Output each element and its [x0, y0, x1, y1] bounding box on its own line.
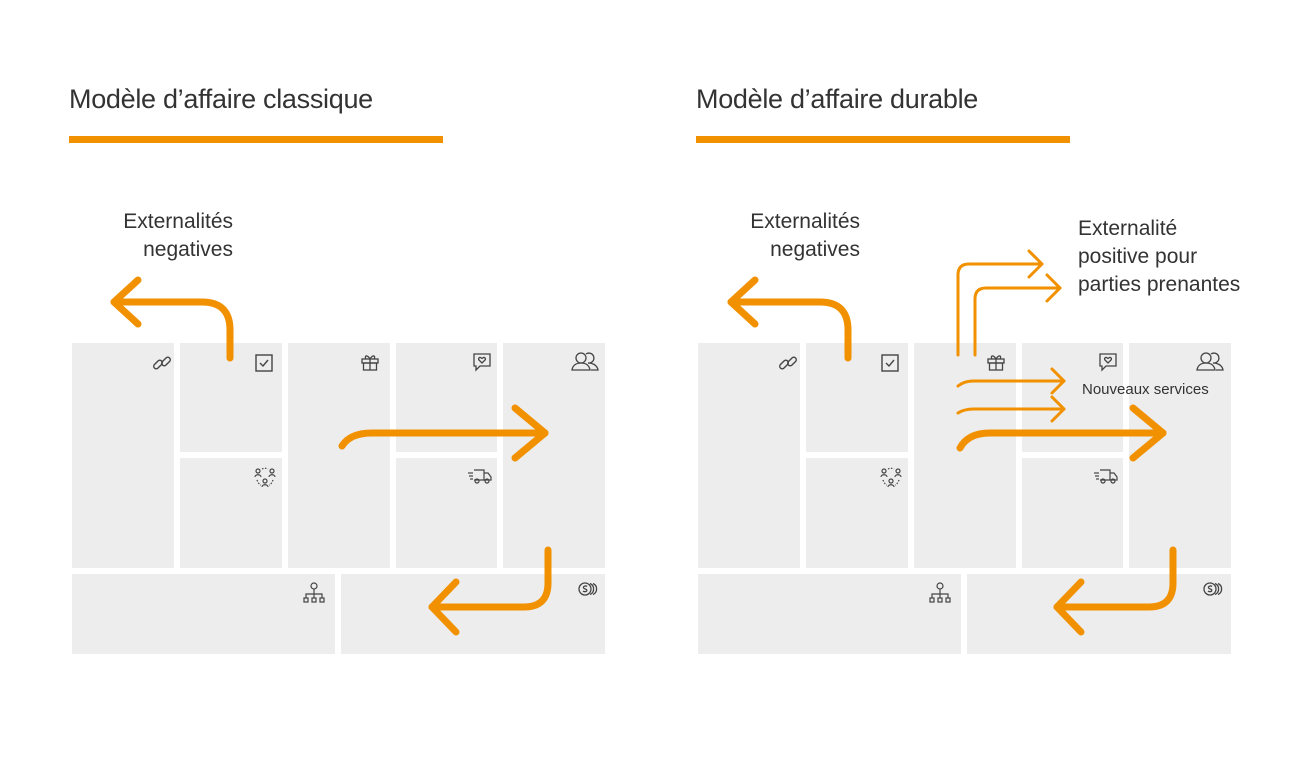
canvas-cell-key-resources: [180, 458, 282, 568]
panel-title: Modèle d’affaire durable: [696, 84, 978, 114]
new-services-label: Nouveaux services: [1082, 381, 1209, 398]
users-icon: [1196, 350, 1224, 372]
coins-icon: [1202, 578, 1224, 600]
canvas-cell-key-partners: [72, 343, 174, 568]
positive-externality-arrowhead-2: [1045, 273, 1062, 303]
gift-icon: [359, 351, 381, 373]
canvas-cell-cost-structure: [72, 574, 335, 654]
canvas-cell-value-proposition: [914, 343, 1016, 568]
org-chart-icon: [929, 582, 951, 604]
org-chart-icon: [303, 582, 325, 604]
panel-title: Modèle d’affaire classique: [69, 84, 373, 114]
canvas-cell-customer-segments: [1129, 343, 1231, 568]
negative-externalities-label: Externalités negatives: [750, 210, 860, 261]
classic-model-panel: Modèle d’affaire classique Externalités …: [0, 0, 620, 776]
coins-icon: [577, 578, 599, 600]
canvas-cell-key-resources: [806, 458, 908, 568]
canvas-cell-revenue-streams: [967, 574, 1231, 654]
positive-externality-arrow-1: [956, 262, 1044, 357]
checkbox-icon: [879, 352, 901, 374]
canvas-cell-revenue-streams: [341, 574, 605, 654]
sustainable-model-panel: Modèle d’affaire durable Externalités ne…: [627, 0, 1247, 776]
negative-externality-arrowhead: [110, 276, 142, 328]
canvas-cell-key-partners: [698, 343, 800, 568]
canvas-cell-value-proposition: [288, 343, 390, 568]
title-underline: [69, 136, 443, 143]
negative-externalities-label: Externalités negatives: [123, 210, 233, 261]
gift-icon: [985, 351, 1007, 373]
positive-externalities-label: Externalité positive pour parties prenan…: [1078, 217, 1241, 296]
positive-externality-arrowhead-1: [1027, 249, 1044, 279]
network-people-icon: [880, 466, 902, 488]
network-people-icon: [254, 466, 276, 488]
title-underline: [696, 136, 1070, 143]
delivery-truck-icon: [467, 465, 493, 487]
checkbox-icon: [253, 352, 275, 374]
canvas-cell-cost-structure: [698, 574, 961, 654]
link-icon: [151, 352, 173, 374]
users-icon: [571, 350, 599, 372]
heart-chat-icon: [471, 351, 493, 373]
canvas-cell-customer-segments: [503, 343, 605, 568]
heart-chat-icon: [1097, 351, 1119, 373]
negative-externality-arrowhead: [727, 276, 759, 328]
delivery-truck-icon: [1093, 465, 1119, 487]
link-icon: [777, 352, 799, 374]
